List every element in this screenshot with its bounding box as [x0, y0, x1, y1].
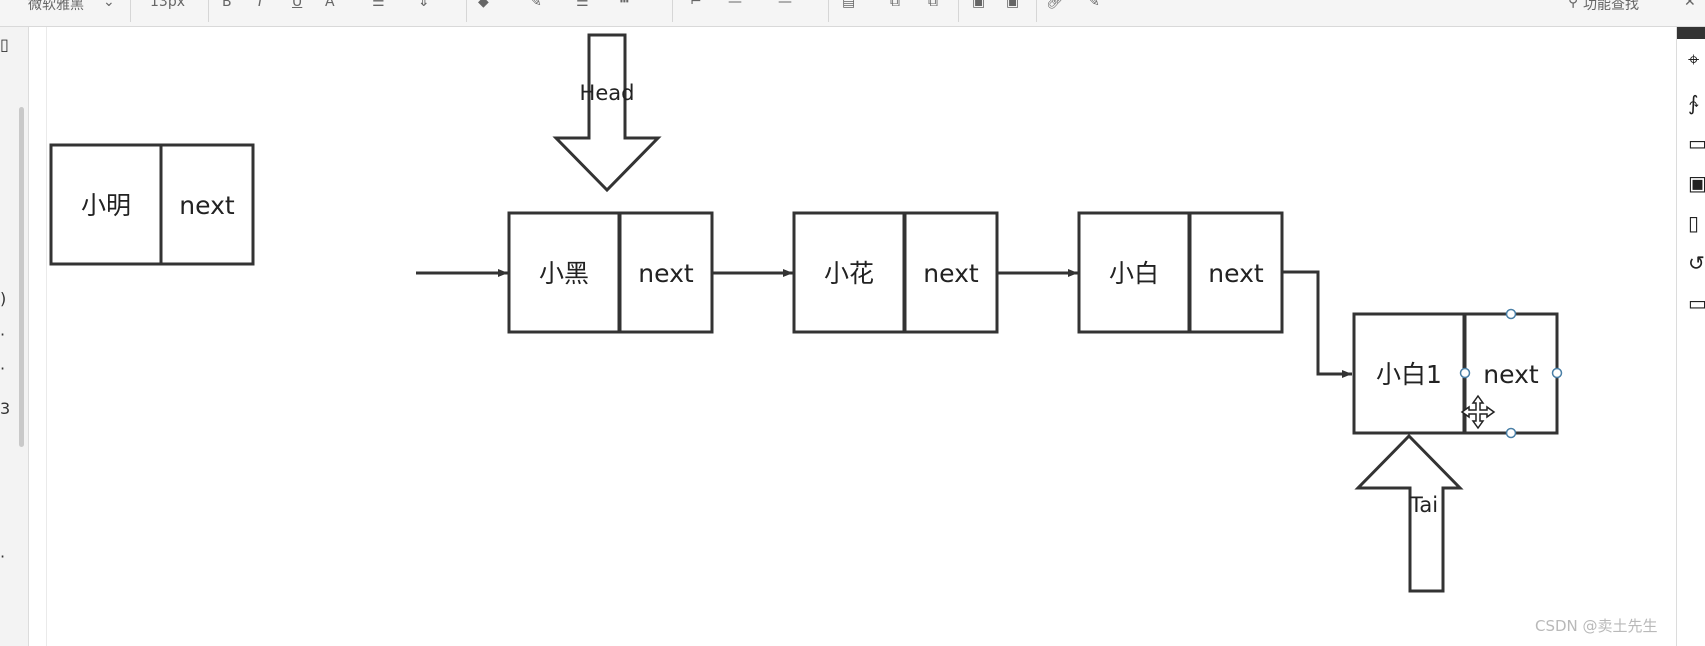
toolbar-divider: [466, 0, 467, 22]
line-color-icon[interactable]: ✎: [530, 0, 542, 10]
comment-icon[interactable]: ▭: [1688, 291, 1705, 315]
resize-handle[interactable]: [1459, 367, 1471, 379]
node-xiaobai[interactable]: 小白 next: [1077, 211, 1284, 334]
node-value-label: 小花: [824, 259, 874, 288]
right-panel-header: [1677, 27, 1705, 39]
canvas-edge: [46, 27, 47, 646]
node-xiaobai1[interactable]: 小白1 next: [1352, 312, 1559, 435]
toolbar-divider: [130, 0, 131, 22]
page-icon[interactable]: ▯: [1688, 211, 1700, 235]
line-spacing-icon[interactable]: ⇕: [418, 0, 430, 10]
align-icon[interactable]: ☰: [372, 0, 385, 10]
panel-glyph-icon[interactable]: ·: [0, 547, 6, 566]
node-value-label: 小明: [81, 191, 131, 220]
node-next-box[interactable]: [903, 211, 999, 334]
underline-button[interactable]: U: [292, 0, 303, 10]
crosshair-icon[interactable]: ⌖: [1688, 47, 1700, 71]
bold-button[interactable]: B: [222, 0, 232, 10]
line-style-icon[interactable]: ┅: [620, 0, 629, 10]
node-value-label: 小白1: [1376, 360, 1442, 389]
line-end-icon[interactable]: —: [778, 0, 792, 10]
tail-arrow[interactable]: [1354, 433, 1464, 593]
bring-front-icon[interactable]: ⧉: [890, 0, 900, 10]
ungroup-icon[interactable]: ▣: [1006, 0, 1020, 10]
arrange-icon[interactable]: ▤: [842, 0, 856, 10]
formula-icon[interactable]: ∱: [1688, 91, 1699, 115]
node-xiaohei[interactable]: 小黑 next: [507, 211, 714, 334]
next-connector[interactable]: [1283, 270, 1352, 378]
toolbar-divider: [672, 0, 673, 22]
font-size-select[interactable]: 13px: [150, 0, 185, 10]
magic-wand-icon[interactable]: ✎: [1088, 0, 1100, 10]
move-cursor-icon: [1460, 394, 1496, 430]
italic-button[interactable]: I: [258, 0, 263, 10]
node-next-label: next: [1208, 259, 1264, 288]
scrollbar[interactable]: [19, 107, 24, 447]
node-value-label: 小黑: [539, 259, 589, 288]
node-value-box[interactable]: [507, 211, 621, 334]
node-next-box[interactable]: [618, 211, 714, 334]
right-panel: ⌖ ∱ ▭ ▣ ▯ ↺ ▭: [1676, 27, 1705, 646]
panel-glyph-icon[interactable]: 3: [0, 399, 11, 418]
history-icon[interactable]: ↺: [1688, 251, 1705, 275]
line-start-icon[interactable]: —: [728, 0, 742, 10]
panel-glyph-icon[interactable]: ): [0, 289, 7, 308]
node-next-label: next: [179, 191, 235, 220]
toolbar: 微软雅黑 ⌄ 13px B I U A ☰ ⇕ ◆ ✎ ☰ ┅ ⌐ — — ▤ …: [0, 0, 1705, 27]
toolbar-divider: [1036, 0, 1037, 22]
node-next-box[interactable]: [1188, 211, 1284, 334]
line-width-icon[interactable]: ☰: [576, 0, 589, 10]
feature-search-button[interactable]: 功能查找: [1583, 0, 1639, 13]
panel-glyph-icon[interactable]: ·: [0, 325, 6, 344]
node-next-label: next: [1483, 360, 1539, 389]
connector-icon[interactable]: ⌐: [690, 0, 702, 10]
chevron-down-icon[interactable]: ⌄: [103, 0, 115, 10]
fill-icon[interactable]: ◆: [478, 0, 489, 10]
link-icon[interactable]: 🔗︎: [1046, 0, 1064, 10]
resize-handle[interactable]: [1505, 308, 1517, 320]
head-arrow[interactable]: [552, 33, 662, 193]
toolbar-divider: [958, 0, 959, 22]
node-xiaoming[interactable]: 小明 next: [49, 143, 255, 266]
font-color-button[interactable]: A: [325, 0, 335, 10]
node-value-box[interactable]: [49, 143, 163, 266]
panel-glyph-icon[interactable]: ·: [0, 359, 6, 378]
calendar-icon[interactable]: ▭: [1688, 131, 1705, 155]
image-icon[interactable]: ▣: [1688, 171, 1705, 195]
group-icon[interactable]: ▣: [972, 0, 986, 10]
node-next-label: next: [923, 259, 979, 288]
watermark: CSDN @卖土先生: [1535, 617, 1658, 635]
head-label: Head: [580, 81, 635, 105]
toolbar-divider: [828, 0, 829, 22]
send-back-icon[interactable]: ⧉: [928, 0, 938, 10]
resize-handle[interactable]: [1551, 367, 1563, 379]
toolbar-divider: [208, 0, 209, 22]
close-icon[interactable]: ✕: [1684, 0, 1696, 10]
node-value-label: 小白: [1109, 259, 1159, 288]
node-xiaohua[interactable]: 小花 next: [792, 211, 999, 334]
resize-handle[interactable]: [1505, 427, 1517, 439]
search-icon[interactable]: ⚲: [1568, 0, 1579, 10]
tail-label: Tai: [1409, 493, 1438, 517]
node-value-box[interactable]: [1077, 211, 1191, 334]
node-next-label: next: [638, 259, 694, 288]
font-family-select[interactable]: 微软雅黑: [28, 0, 84, 13]
node-next-box[interactable]: [159, 143, 255, 266]
panel-box-icon[interactable]: ▯: [0, 35, 9, 54]
left-panel: ▯ ) · · 3 ·: [0, 27, 29, 646]
